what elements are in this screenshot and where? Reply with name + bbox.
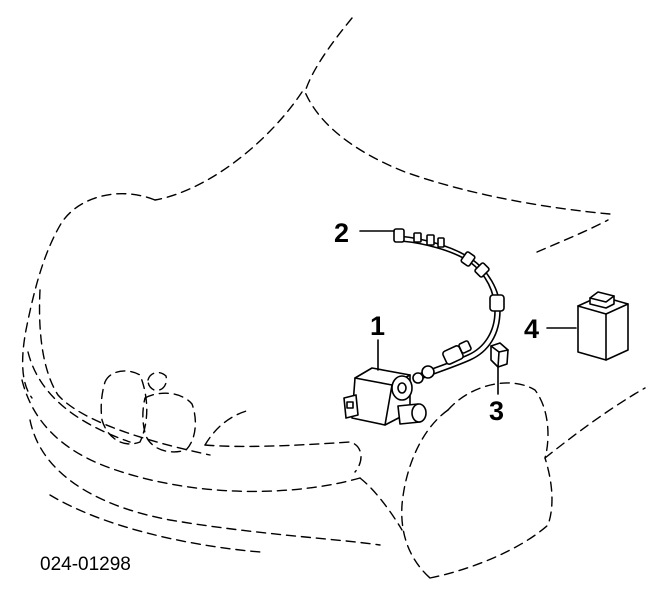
leader-lines bbox=[359, 230, 577, 395]
part-4-control-unit bbox=[577, 291, 629, 361]
part-1-actuator bbox=[343, 367, 427, 426]
callout-1: 1 bbox=[370, 311, 385, 341]
part-3-clip bbox=[490, 342, 509, 368]
callout-2: 2 bbox=[334, 218, 349, 248]
callout-4: 4 bbox=[524, 314, 539, 344]
car-body-outline bbox=[21, 17, 646, 579]
callout-3: 3 bbox=[489, 396, 504, 426]
figure-code: 024-01298 bbox=[40, 554, 131, 575]
part-2-cable bbox=[393, 228, 505, 384]
